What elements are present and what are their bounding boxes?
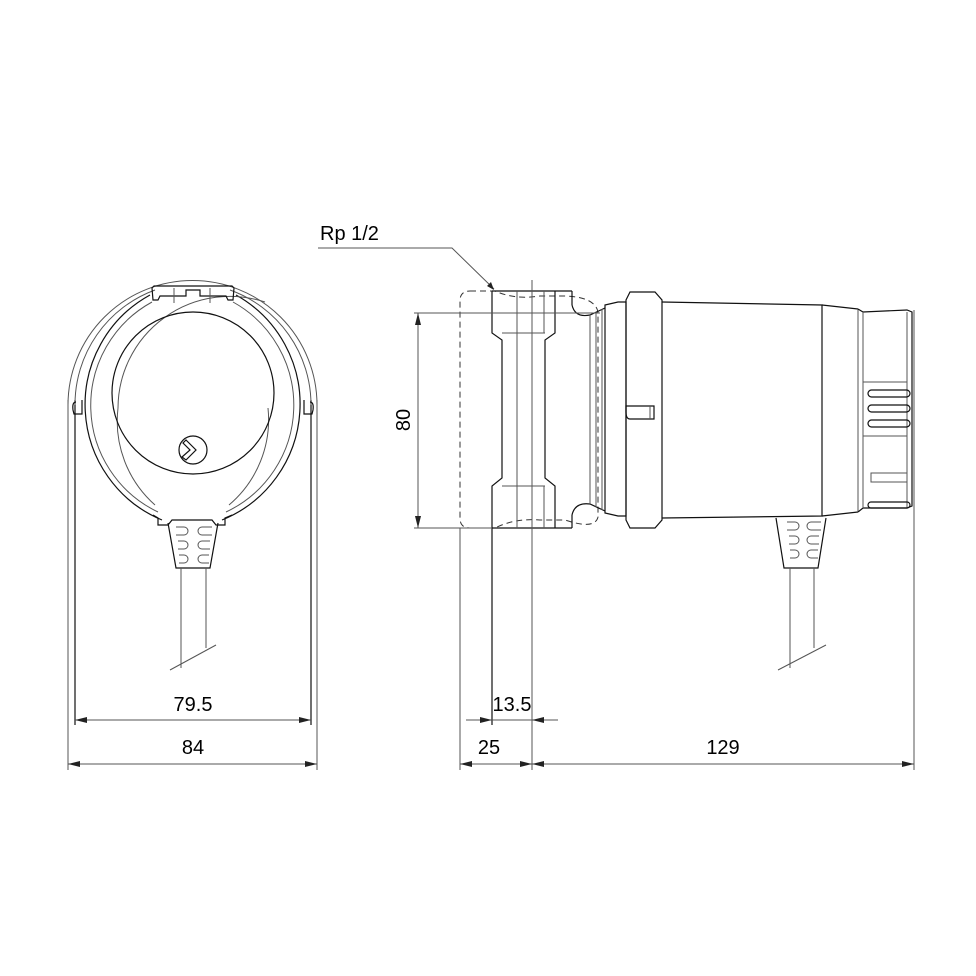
connector-grip-ridges — [176, 526, 212, 564]
motor-length-value: 129 — [706, 737, 739, 759]
thread-offset-value: 13.5 — [493, 694, 532, 716]
dim-port-housing-width: 25 — [460, 737, 532, 767]
front-outer-width-value: 84 — [182, 737, 204, 759]
dim-front-outer-width: 84 — [68, 737, 317, 767]
dimensions: Rp 1/2 80 79.5 84 — [68, 223, 914, 767]
thread-label: Rp 1/2 — [320, 223, 379, 245]
port-height-value: 80 — [393, 409, 415, 431]
dim-front-inner-width: 79.5 — [75, 694, 311, 723]
display-circle — [111, 311, 275, 475]
side-view — [459, 280, 915, 770]
port-housing-width-value: 25 — [478, 737, 500, 759]
front-view — [67, 280, 318, 770]
chevron-logo-icon — [178, 435, 208, 465]
side-connector-grip-ridges — [787, 521, 821, 559]
front-inner-width-value: 79.5 — [174, 694, 213, 716]
dim-motor-length: 129 — [532, 737, 914, 767]
dim-port-height: 80 — [393, 312, 600, 529]
thread-callout: Rp 1/2 — [318, 223, 495, 290]
dim-thread-offset: 13.5 — [466, 694, 558, 723]
